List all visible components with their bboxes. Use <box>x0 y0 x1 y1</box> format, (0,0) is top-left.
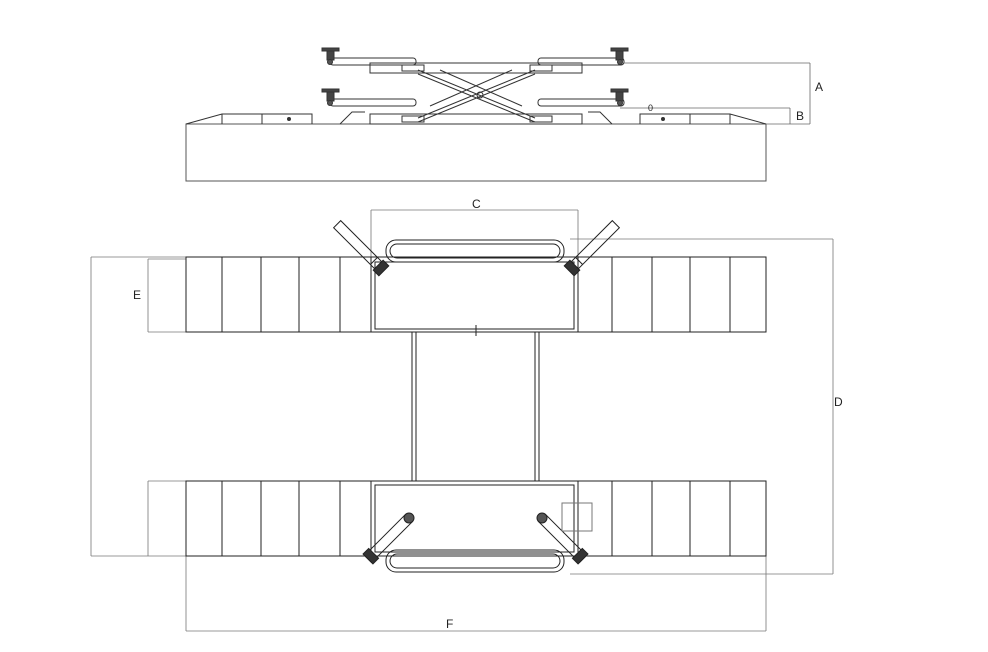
upper-platform <box>370 239 579 336</box>
side-view-left-ramp <box>185 113 313 125</box>
top-view-lift-arms <box>332 219 621 565</box>
dimension-label-d: D <box>834 395 843 409</box>
dimension-A-B-lines <box>620 62 811 125</box>
upper-lift-arms <box>321 47 629 66</box>
side-view-small-mark: 0 <box>648 103 653 113</box>
dimension-label-e: E <box>133 288 141 302</box>
side-view-upper-platform <box>369 62 583 74</box>
lower-lift-arms <box>321 88 629 107</box>
scissor-arms <box>417 69 536 123</box>
lower-platform <box>370 480 579 573</box>
dimension-label-b: B <box>796 109 804 123</box>
side-view <box>185 47 811 182</box>
dimension-label-f: F <box>446 617 453 631</box>
side-view-lower-platform <box>369 113 583 125</box>
top-view <box>90 209 834 632</box>
dimension-label-c: C <box>472 197 481 211</box>
connecting-rails <box>411 332 540 481</box>
side-view-pit <box>185 123 767 182</box>
dimension-lines <box>90 209 834 632</box>
dimension-label-a: A <box>815 80 823 94</box>
side-view-right-ramp <box>639 113 767 125</box>
